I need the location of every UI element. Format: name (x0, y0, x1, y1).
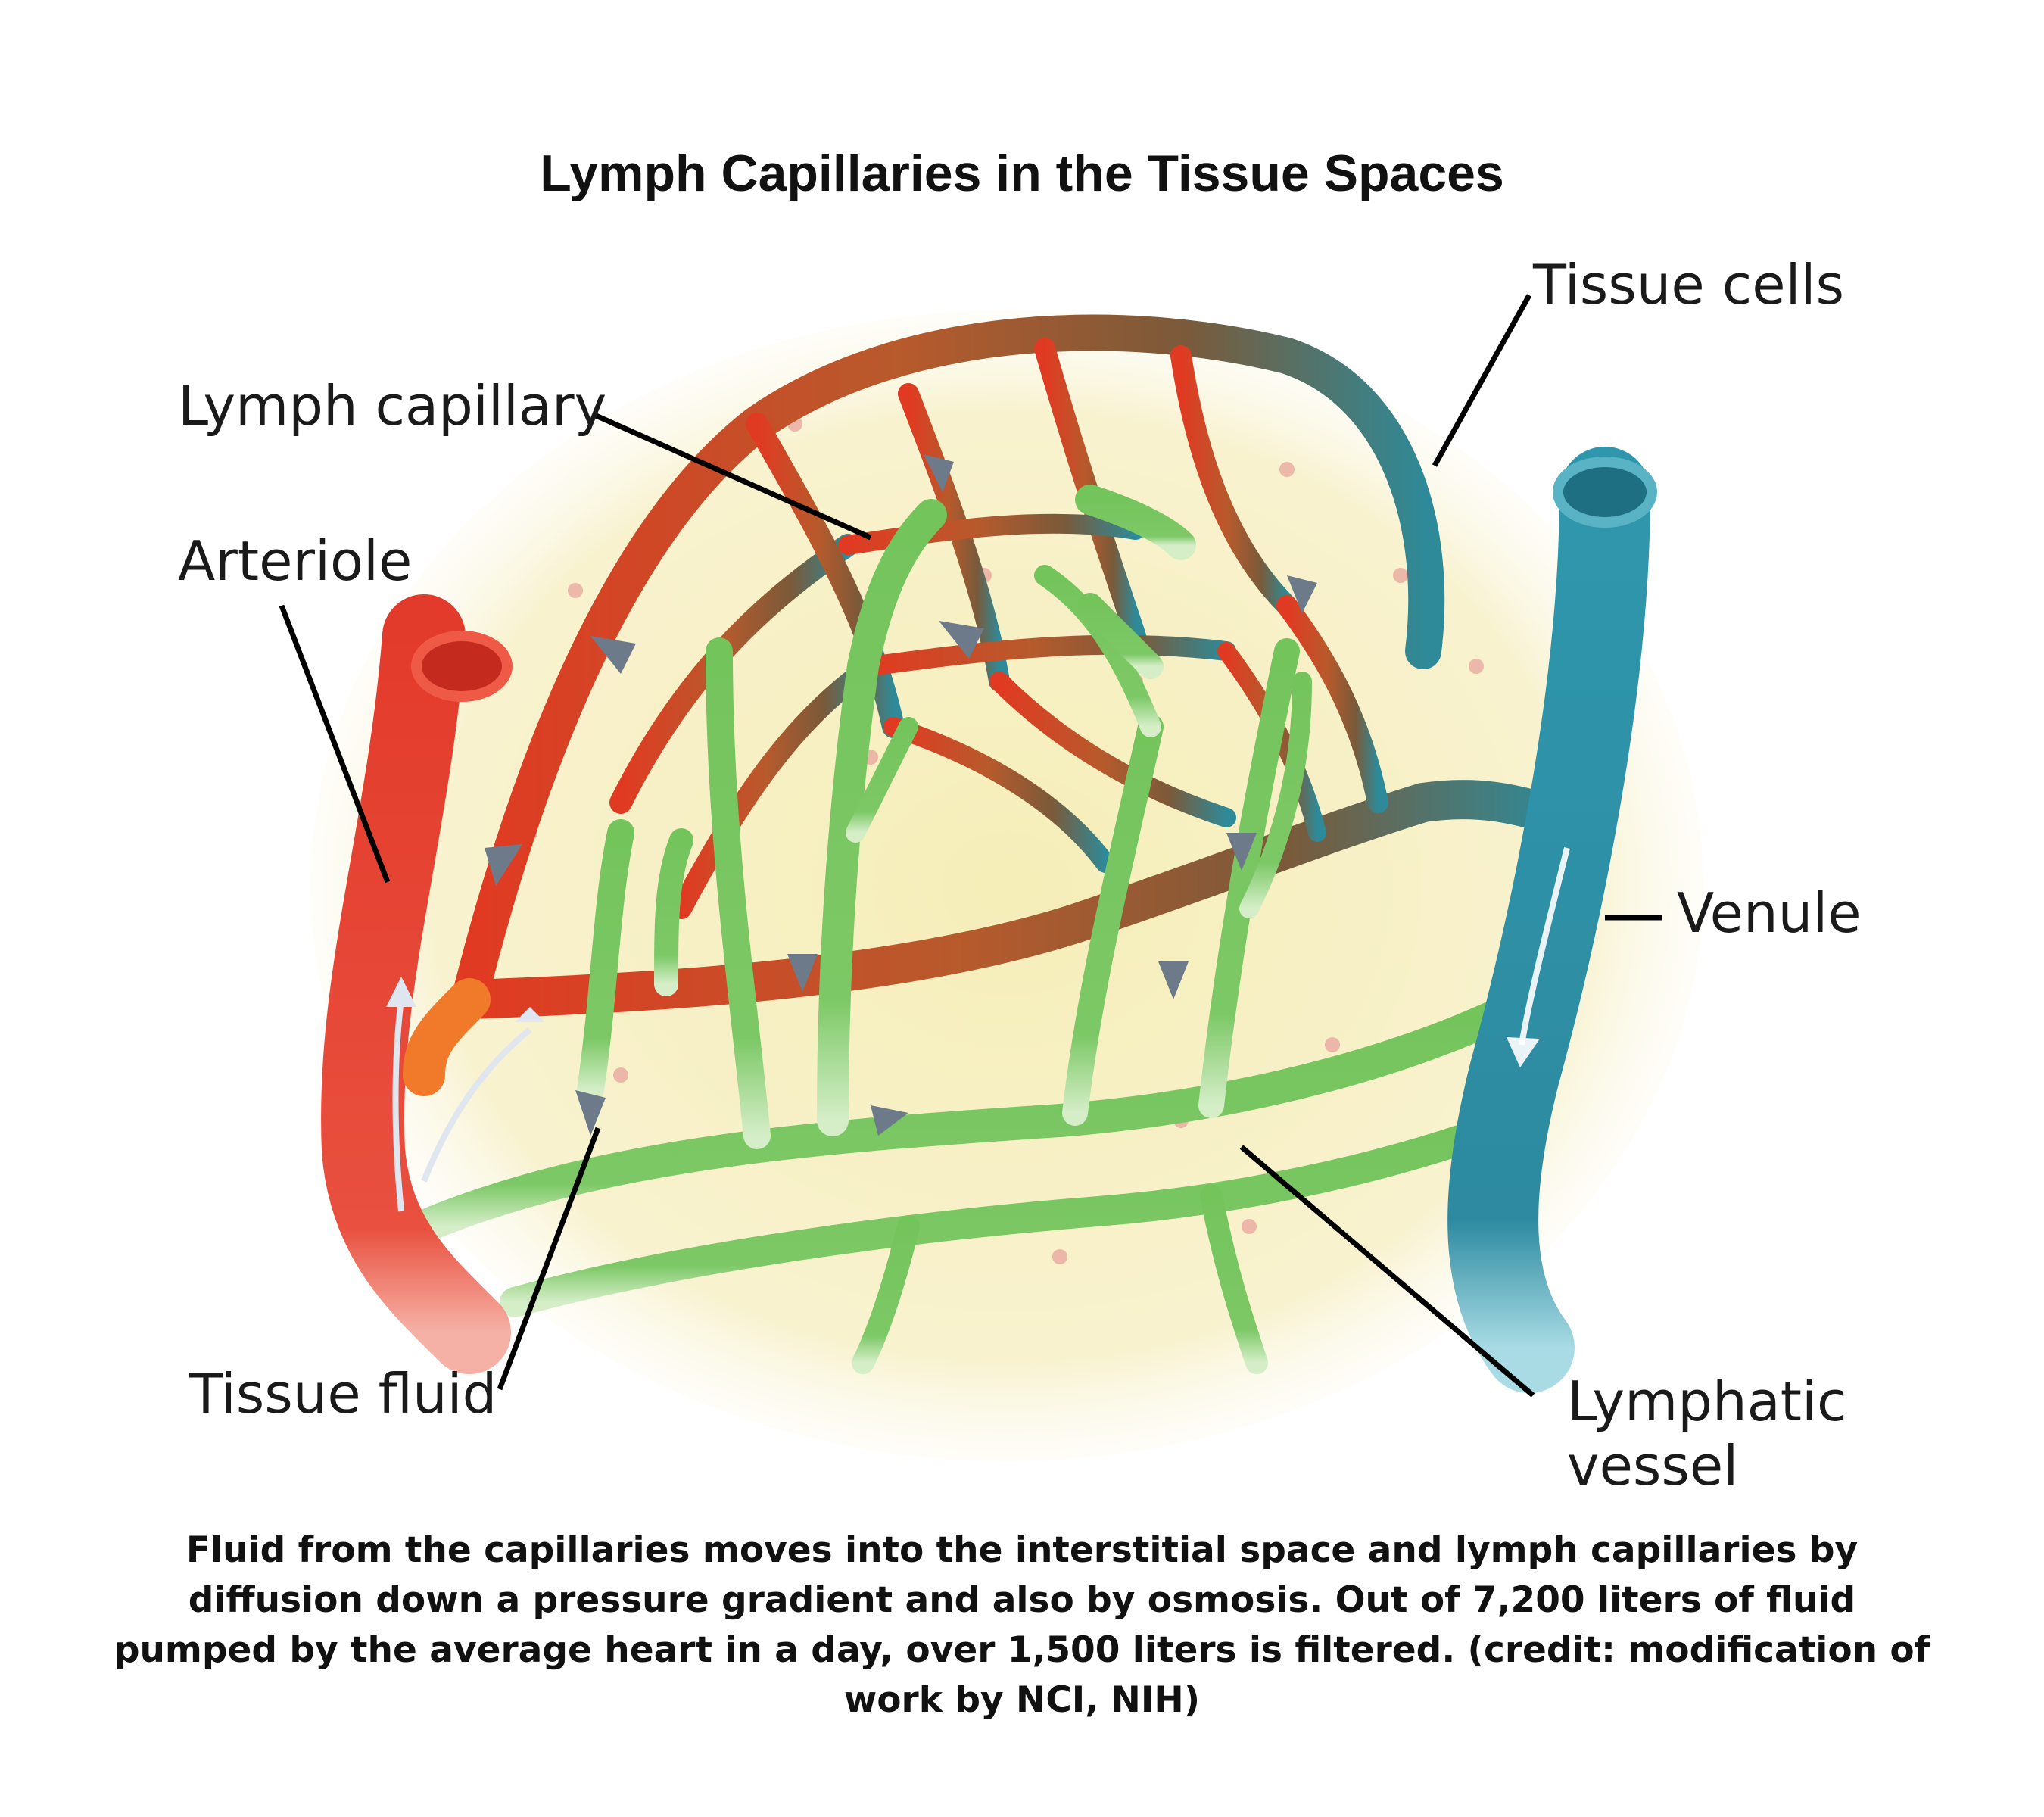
label-lymph-capillary: Lymph capillary (178, 374, 607, 438)
label-arteriole: Arteriole (178, 529, 413, 593)
label-venule: Venule (1677, 881, 1862, 945)
arteriole-vessel (321, 594, 513, 1374)
arteriole-arrow-head (515, 1007, 545, 1022)
label-lymphatic-vessel-line1: Lymphatic (1567, 1370, 1847, 1433)
flow-arrows (485, 454, 1317, 1136)
figure-caption: Fluid from the capillaries moves into th… (114, 1529, 1930, 1721)
arteriole-arrow-head (386, 977, 416, 1007)
lymphatic-network (407, 485, 1529, 1374)
diagram-title: Lymph Capillaries in the Tissue Spaces (540, 145, 1504, 202)
label-leader-lines (279, 294, 1662, 1398)
label-lymphatic-vessel-line2: vessel (1567, 1434, 1739, 1498)
label-tissue-cells: Tissue cells (1533, 253, 1845, 316)
arteriole-flow-arrows (392, 999, 532, 1212)
label-tissue-fluid: Tissue fluid (189, 1362, 497, 1426)
venule-vessel (1447, 447, 1657, 1393)
